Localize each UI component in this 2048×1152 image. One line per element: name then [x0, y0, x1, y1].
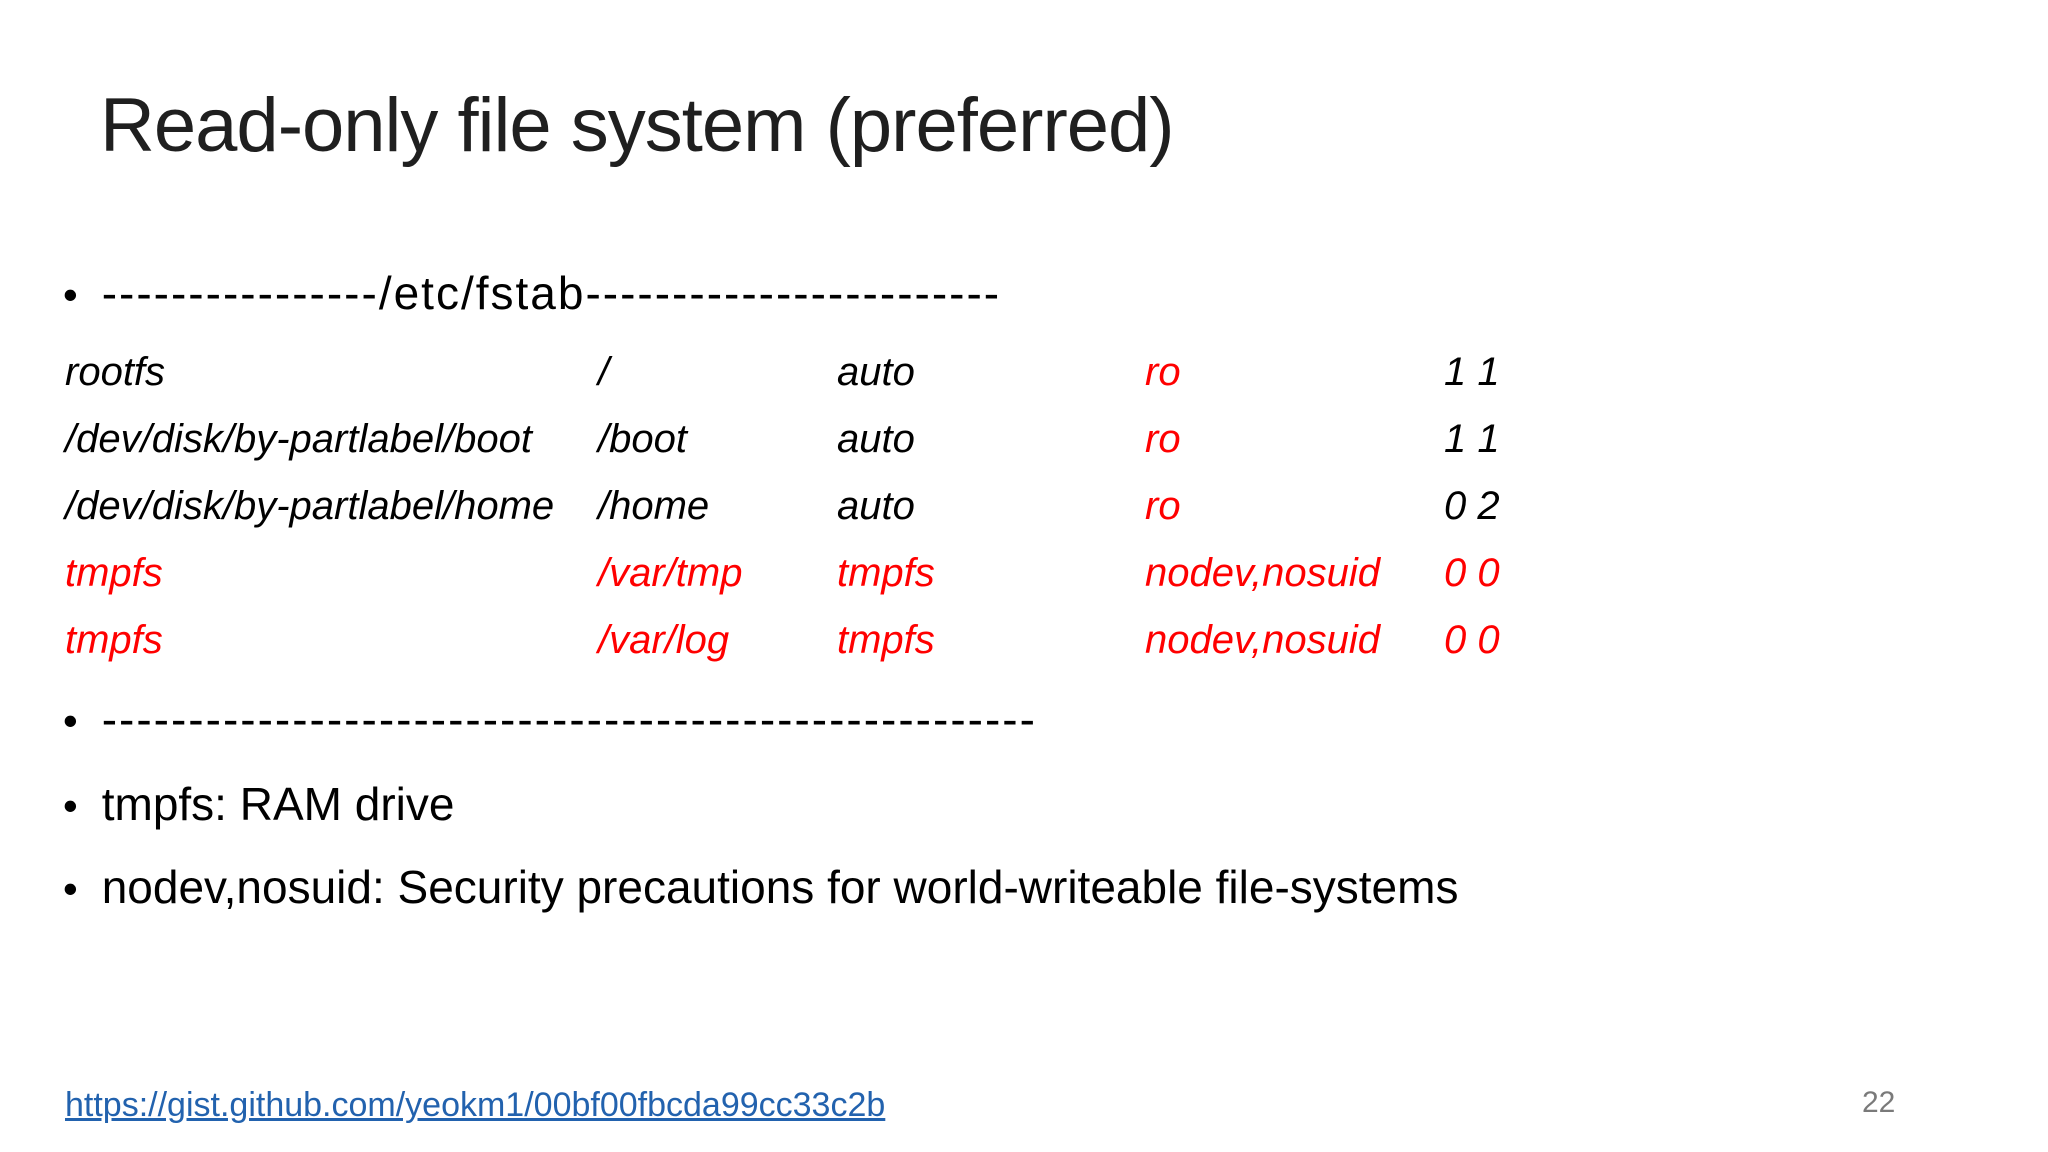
fstab-type: auto [837, 350, 915, 394]
fstab-device: /dev/disk/by-partlabel/home [65, 484, 555, 528]
fstab-header-text: ----------------/etc/fstab--------------… [101, 267, 1002, 319]
slide-title: Read-only file system (preferred) [100, 83, 1175, 168]
bullet-icon: • [63, 697, 78, 744]
fstab-options: ro [1145, 350, 1181, 394]
fstab-dump-pass: 0 0 [1444, 618, 1500, 662]
fstab-mount: /var/tmp [598, 551, 743, 595]
fstab-row-boot: /dev/disk/by-partlabel/boot /boot auto r… [65, 406, 1785, 473]
fstab-type: auto [837, 417, 915, 461]
fstab-mount: / [598, 350, 610, 394]
fstab-options: nodev,nosuid [1145, 551, 1380, 595]
fstab-device: rootfs [65, 350, 166, 394]
fstab-options: nodev,nosuid [1145, 618, 1380, 662]
divider-dashes: ----------------------------------------… [101, 693, 1037, 745]
fstab-row-home: /dev/disk/by-partlabel/home /home auto r… [65, 473, 1785, 540]
fstab-type: auto [837, 484, 915, 528]
bullet-nodev-note: • nodev,nosuid: Security precautions for… [63, 860, 1458, 914]
fstab-table: rootfs / auto ro 1 1 /dev/disk/by-partla… [65, 339, 1785, 674]
nodev-note-text: nodev,nosuid: Security precautions for w… [101, 861, 1459, 913]
fstab-type: tmpfs [837, 618, 935, 662]
fstab-dump-pass: 0 2 [1444, 484, 1500, 528]
bullet-divider: • --------------------------------------… [63, 692, 1037, 746]
fstab-mount: /var/log [598, 618, 730, 662]
fstab-device: /dev/disk/by-partlabel/boot [65, 417, 532, 461]
tmpfs-note-text: tmpfs: RAM drive [101, 778, 455, 830]
fstab-row-var-tmp: tmpfs /var/tmp tmpfs nodev,nosuid 0 0 [65, 540, 1785, 607]
fstab-options: ro [1145, 417, 1181, 461]
fstab-options: ro [1145, 484, 1181, 528]
fstab-device: tmpfs [65, 551, 163, 595]
fstab-row-var-log: tmpfs /var/log tmpfs nodev,nosuid 0 0 [65, 607, 1785, 674]
bullet-icon: • [63, 782, 78, 829]
fstab-type: tmpfs [837, 551, 935, 595]
bullet-tmpfs-note: • tmpfs: RAM drive [63, 777, 454, 831]
bullet-icon: • [63, 271, 78, 318]
fstab-row-rootfs: rootfs / auto ro 1 1 [65, 339, 1785, 406]
bullet-fstab-header: • ----------------/etc/fstab------------… [63, 266, 1001, 320]
gist-link[interactable]: https://gist.github.com/yeokm1/00bf00fbc… [65, 1086, 886, 1124]
fstab-mount: /boot [598, 417, 687, 461]
fstab-dump-pass: 0 0 [1444, 551, 1500, 595]
fstab-device: tmpfs [65, 618, 163, 662]
fstab-mount: /home [598, 484, 710, 528]
page-number: 22 [1862, 1086, 1896, 1119]
fstab-dump-pass: 1 1 [1444, 417, 1500, 461]
fstab-dump-pass: 1 1 [1444, 350, 1500, 394]
bullet-icon: • [63, 865, 78, 912]
